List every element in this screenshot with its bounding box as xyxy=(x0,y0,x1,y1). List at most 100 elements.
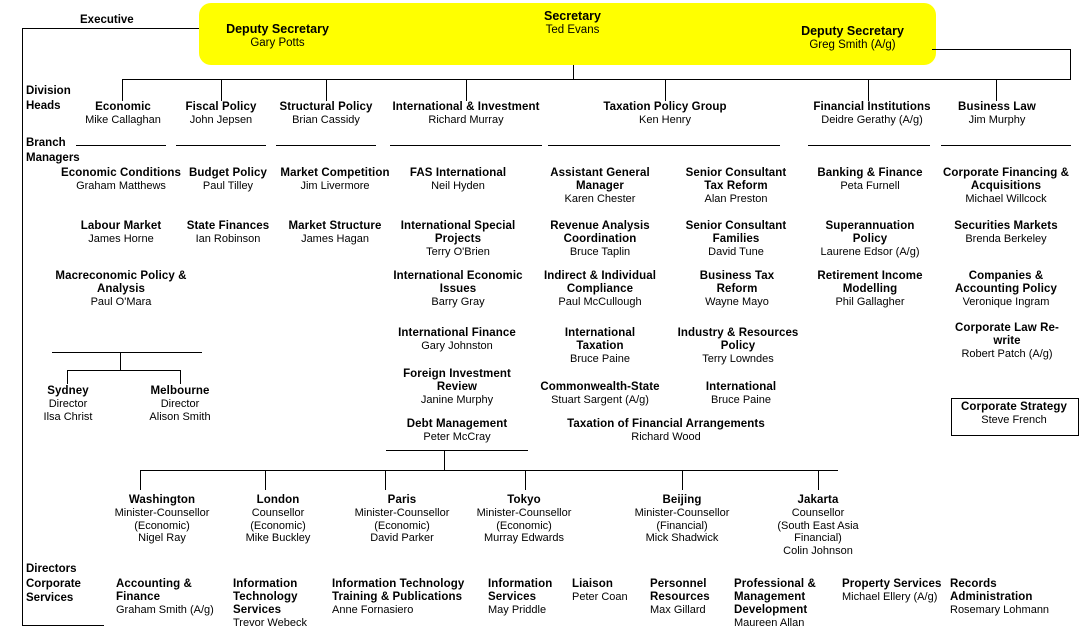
overseas-stub-washington xyxy=(140,470,141,490)
branch-name: Phil Gallagher xyxy=(835,296,905,309)
division-head-structural-policy[interactable]: Structural Policy Brian Cassidy xyxy=(260,101,392,127)
post-title: Washington xyxy=(128,494,196,506)
division-stub-structural xyxy=(326,79,327,101)
branch-revenue-analysis-coordination[interactable]: Revenue Analysis Coordination Bruce Tapl… xyxy=(536,220,664,259)
state-stub-melbourne xyxy=(180,370,181,384)
branch-name: Ian Robinson xyxy=(195,233,261,246)
branch-senior-consultant-families[interactable]: Senior Consultant Families David Tune xyxy=(676,220,796,259)
division-heads-bus-line xyxy=(122,79,1071,80)
overseas-post-london[interactable]: London Counsellor (Economic) Mike Buckle… xyxy=(230,494,326,545)
overseas-post-beijing[interactable]: Beijing Minister-Counsellor (Financial) … xyxy=(618,494,746,545)
branch-title: Senior Consultant Tax Reform xyxy=(685,167,787,193)
branch-commonwealth-state[interactable]: Commonwealth-State Stuart Sargent (A/g) xyxy=(528,381,672,407)
post-role: Minister-Counsellor xyxy=(354,507,450,520)
branch-debt-management[interactable]: Debt Management Peter McCray xyxy=(386,418,528,444)
branch-companies-accounting-policy[interactable]: Companies & Accounting Policy Veronique … xyxy=(940,270,1072,309)
branch-title: Companies & Accounting Policy xyxy=(954,270,1058,296)
corporate-service-records-administration[interactable]: Records Administration Rosemary Lohmann xyxy=(950,578,1076,617)
branch-indirect-individual-compliance[interactable]: Indirect & Individual Compliance Paul Mc… xyxy=(532,270,668,309)
overseas-stub-tokyo xyxy=(525,470,526,490)
branch-title: Business Tax Reform xyxy=(699,270,775,296)
division-head-international-investment[interactable]: International & Investment Richard Murra… xyxy=(381,101,551,127)
branch-title: Retirement Income Modelling xyxy=(817,270,923,296)
branch-securities-markets[interactable]: Securities Markets Brenda Berkeley xyxy=(940,220,1072,246)
branch-macreconomic-policy-analysis[interactable]: Macreconomic Policy & Analysis Paul O'Ma… xyxy=(55,270,187,309)
overseas-post-washington[interactable]: Washington Minister-Counsellor (Economic… xyxy=(98,494,226,545)
exec-title: Secretary xyxy=(544,9,601,23)
branch-international-taxation[interactable]: International Taxation Bruce Paine xyxy=(540,327,660,366)
branch-international-finance[interactable]: International Finance Gary Johnston xyxy=(383,327,531,353)
branch-international-economic-issues[interactable]: International Economic Issues Barry Gray xyxy=(392,270,524,309)
branch-senior-consultant-tax-reform[interactable]: Senior Consultant Tax Reform Alan Presto… xyxy=(676,167,796,206)
branch-market-structure[interactable]: Market Structure James Hagan xyxy=(272,220,398,246)
division-head-economic[interactable]: Economic Mike Callaghan xyxy=(62,101,184,127)
branch-name: James Hagan xyxy=(301,233,369,246)
post-scope: (Economic) xyxy=(134,519,190,532)
branch-industry-resources-policy[interactable]: Industry & Resources Policy Terry Lownde… xyxy=(676,327,800,366)
state-office-melbourne[interactable]: Melbourne Director Alison Smith xyxy=(136,385,224,423)
corporate-service-it-training-publications[interactable]: Information Technology Training & Public… xyxy=(332,578,502,617)
branch-divider-economic xyxy=(76,145,166,146)
branch-divider-structural xyxy=(276,145,376,146)
post-scope: (Economic) xyxy=(250,519,306,532)
exec-secretary: Secretary Ted Evans xyxy=(485,9,660,38)
service-name: Rosemary Lohmann xyxy=(950,604,1050,617)
rail-label-division-heads: Division Heads xyxy=(26,84,71,113)
division-head-financial-institutions[interactable]: Financial Institutions Deidre Gerathy (A… xyxy=(797,101,947,127)
branch-foreign-investment-review[interactable]: Foreign Investment Review Janine Murphy xyxy=(386,368,528,407)
post-name: David Parker xyxy=(370,532,434,545)
rail-line-3: Services xyxy=(26,592,74,605)
division-head-taxation-policy-group[interactable]: Taxation Policy Group Ken Henry xyxy=(580,101,750,127)
exec-title: Deputy Secretary xyxy=(801,24,904,38)
corporate-service-personnel-resources[interactable]: Personnel Resources Max Gillard xyxy=(650,578,730,617)
branch-assistant-general-manager[interactable]: Assistant General Manager Karen Chester xyxy=(538,167,662,206)
state-role: Director xyxy=(48,398,88,411)
corporate-service-professional-management-development[interactable]: Professional & Management Development Ma… xyxy=(734,578,838,630)
branch-economic-conditions[interactable]: Economic Conditions Graham Matthews xyxy=(58,167,184,193)
branch-banking-finance[interactable]: Banking & Finance Peta Furnell xyxy=(812,167,928,193)
branch-name: James Horne xyxy=(88,233,154,246)
overseas-post-jakarta[interactable]: Jakarta Counsellor (South East Asia Fina… xyxy=(758,494,878,557)
branch-name: Peter McCray xyxy=(423,431,491,444)
exec-title: Deputy Secretary xyxy=(226,22,329,36)
post-name: Mick Shadwick xyxy=(645,532,719,545)
branch-market-competition[interactable]: Market Competition Jim Livermore xyxy=(277,167,393,193)
corporate-service-liaison[interactable]: Liaison Peter Coan xyxy=(572,578,644,604)
division-head-business-law[interactable]: Business Law Jim Murphy xyxy=(941,101,1053,127)
corporate-service-information-technology-services[interactable]: Information Technology Services Trevor W… xyxy=(233,578,319,630)
branch-international-special-projects[interactable]: International Special Projects Terry O'B… xyxy=(396,220,520,259)
executive-banner xyxy=(199,3,936,65)
overseas-post-tokyo[interactable]: Tokyo Minister-Counsellor (Economic) Mur… xyxy=(460,494,588,545)
division-head-fiscal-policy[interactable]: Fiscal Policy John Jepsen xyxy=(165,101,277,127)
branch-labour-market[interactable]: Labour Market James Horne xyxy=(58,220,184,246)
branch-fas-international[interactable]: FAS International Neil Hyden xyxy=(392,167,524,193)
branch-title: Market Structure xyxy=(288,220,382,232)
service-title: Liaison xyxy=(572,578,613,590)
branch-international-tax[interactable]: International Bruce Paine xyxy=(686,381,796,407)
branch-title: Corporate Law Re-write xyxy=(955,322,1059,348)
branch-title: Market Competition xyxy=(280,167,390,179)
branch-retirement-income-modelling[interactable]: Retirement Income Modelling Phil Gallagh… xyxy=(806,270,934,309)
banner-right-lead-line xyxy=(932,49,1071,50)
service-title: Information Technology Services xyxy=(233,578,298,617)
branch-state-finances[interactable]: State Finances Ian Robinson xyxy=(172,220,284,246)
corporate-service-information-services[interactable]: Information Services May Priddle xyxy=(488,578,566,617)
branch-taxation-of-financial-arrangements[interactable]: Taxation of Financial Arrangements Richa… xyxy=(548,418,784,444)
state-office-sydney[interactable]: Sydney Director Ilsa Christ xyxy=(27,385,109,423)
service-name: May Priddle xyxy=(488,604,547,617)
branch-name: Paul Tilley xyxy=(202,180,254,193)
exec-deputy-secretary-right: Deputy Secretary Greg Smith (A/g) xyxy=(765,24,940,53)
division-title: Financial Institutions xyxy=(813,101,931,113)
branch-name: Janine Murphy xyxy=(420,394,494,407)
branch-superannuation-policy[interactable]: Superannuation Policy Laurene Edsor (A/g… xyxy=(810,220,930,259)
corporate-service-accounting-finance[interactable]: Accounting & Finance Graham Smith (A/g) xyxy=(116,578,228,617)
branch-corporate-law-re-write[interactable]: Corporate Law Re-write Robert Patch (A/g… xyxy=(944,322,1070,361)
state-title: Sydney xyxy=(47,385,89,397)
branch-corporate-financing-acquisitions[interactable]: Corporate Financing & Acquisitions Micha… xyxy=(938,167,1074,206)
corporate-service-property-services[interactable]: Property Services Michael Ellery (A/g) xyxy=(842,578,946,604)
division-name: John Jepsen xyxy=(189,114,253,127)
division-stub-economic xyxy=(122,79,123,101)
branch-budget-policy[interactable]: Budget Policy Paul Tilley xyxy=(172,167,284,193)
branch-business-tax-reform[interactable]: Business Tax Reform Wayne Mayo xyxy=(682,270,792,309)
overseas-post-paris[interactable]: Paris Minister-Counsellor (Economic) Dav… xyxy=(338,494,466,545)
